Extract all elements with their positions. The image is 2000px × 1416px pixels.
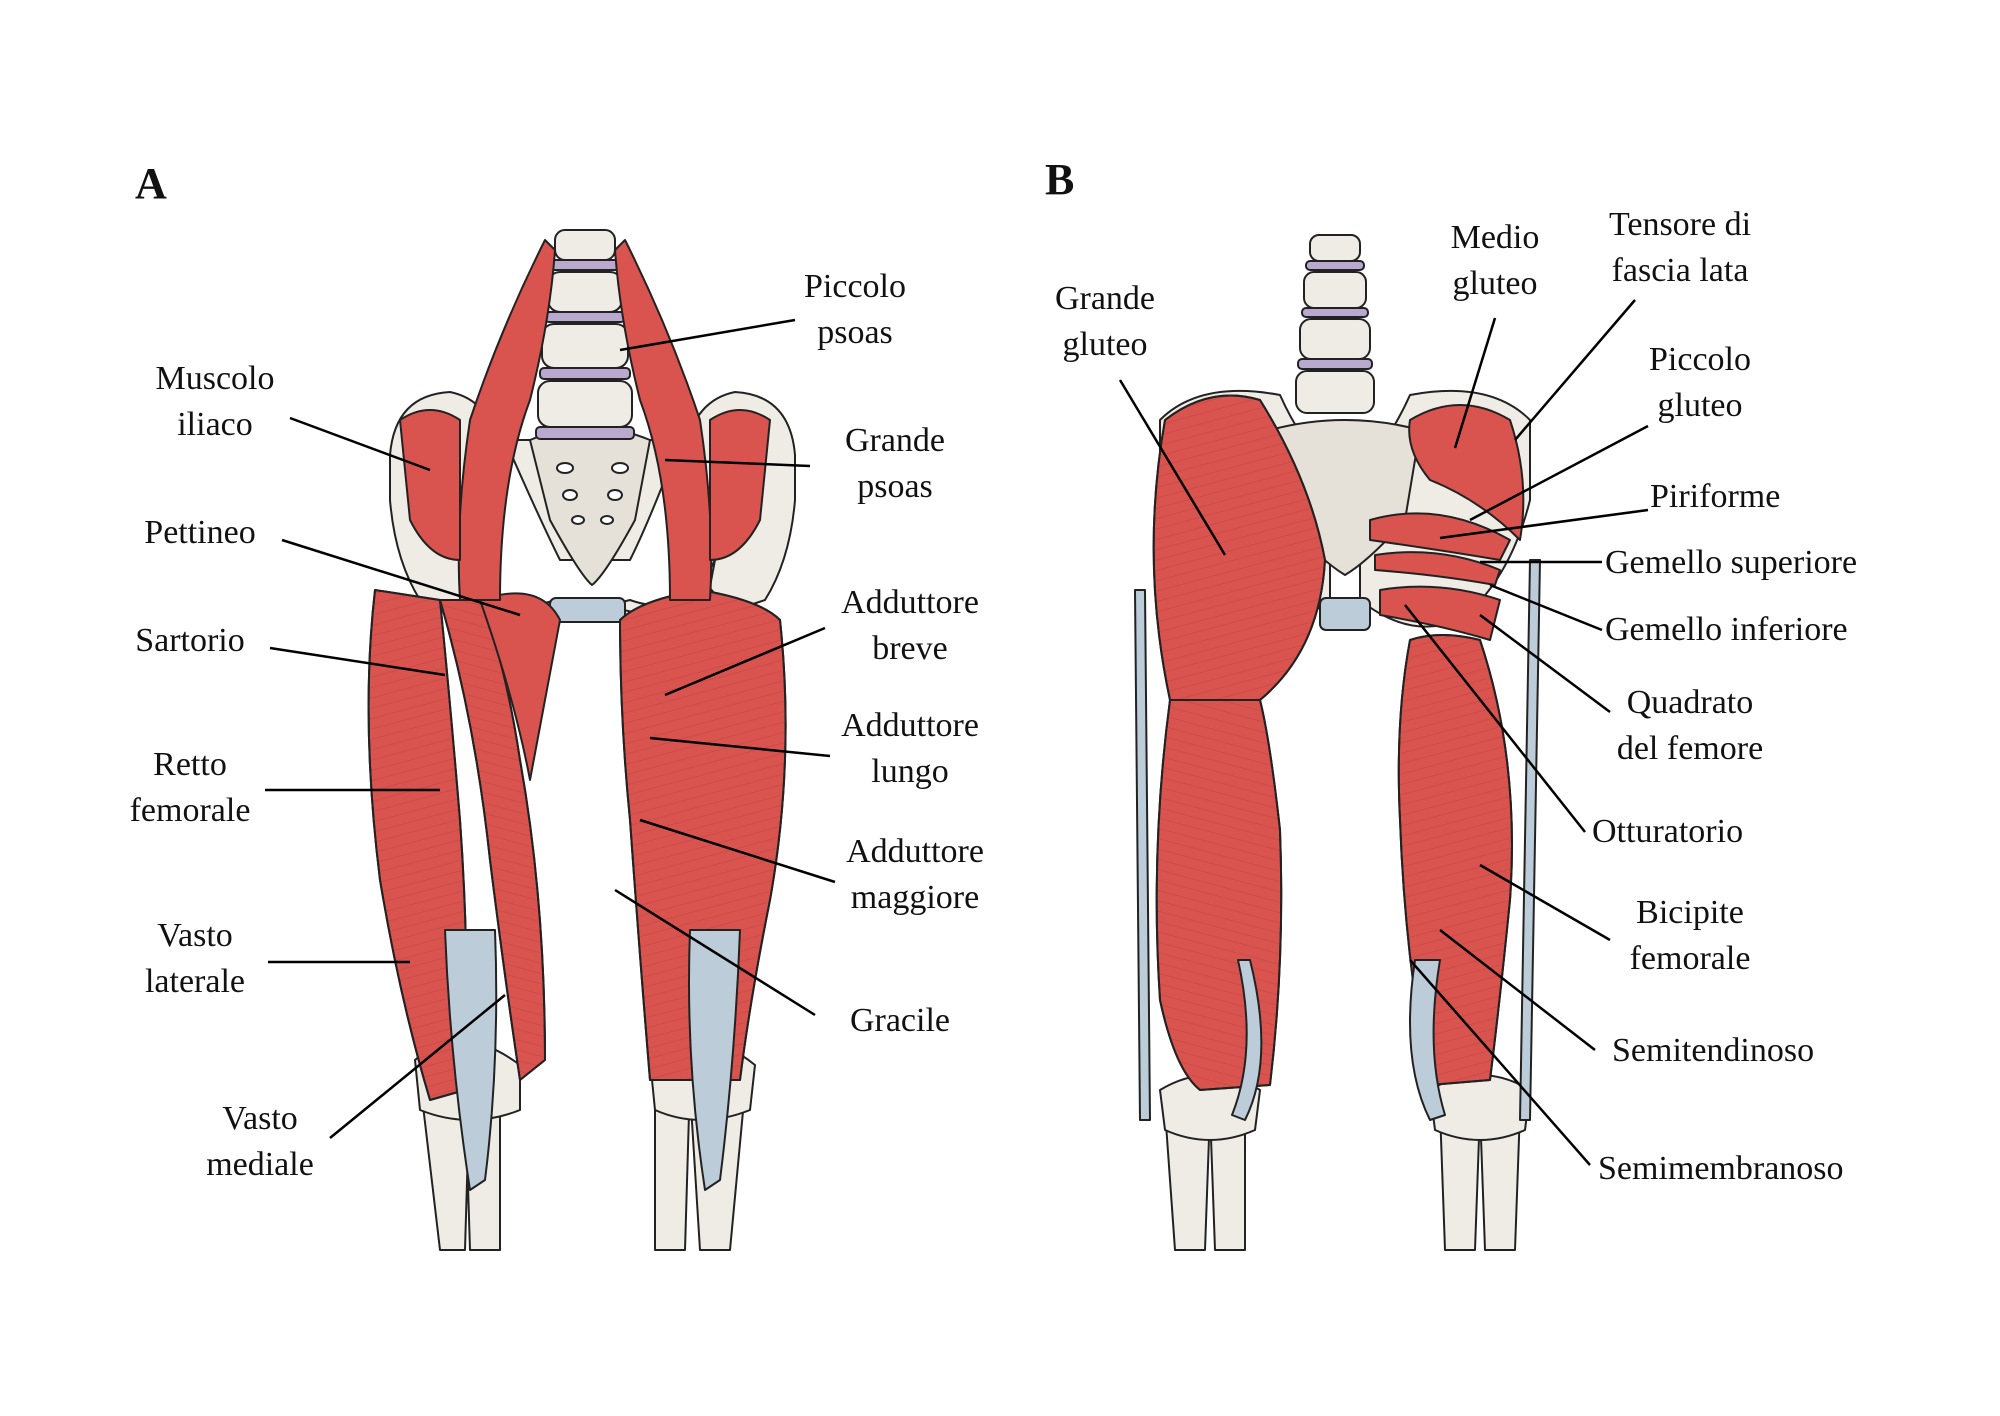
label-pettineo: Pettineo <box>144 514 256 551</box>
panel-b-muscles <box>1134 394 1541 1121</box>
label-gemello-inferiore: Gemello inferiore <box>1605 611 1848 648</box>
label-quadrato-femore: Quadrato del femore <box>1616 684 1764 767</box>
panel-a-illustration <box>367 229 796 1251</box>
panel-a-letter: A <box>135 159 167 208</box>
label-muscolo-iliaco: Muscolo iliaco <box>155 360 275 443</box>
label-semitendinoso: Semitendinoso <box>1612 1032 1815 1069</box>
label-gemello-superiore: Gemello superiore <box>1605 544 1858 581</box>
label-vasto-laterale: Vasto laterale <box>144 917 246 1000</box>
label-adduttore-lungo: Adduttore lungo <box>841 707 979 790</box>
label-piccolo-psoas: Piccolo psoas <box>804 268 906 351</box>
label-retto-femorale: Retto femorale <box>129 746 251 829</box>
label-gracile: Gracile <box>849 1002 951 1039</box>
label-piriforme: Piriforme <box>1650 478 1781 515</box>
label-piccolo-gluteo: Piccolo gluteo <box>1649 341 1751 424</box>
label-tensore-fascia-lata: Tensore di fascia lata <box>1608 206 1752 289</box>
panel-a-lumbar-spine <box>535 229 635 440</box>
label-bicipite-femorale: Bicipite femorale <box>1629 894 1751 977</box>
leader-lines <box>265 299 1649 1166</box>
label-vasto-mediale: Vasto mediale <box>206 1100 314 1183</box>
label-sartorio: Sartorio <box>135 622 245 659</box>
label-medio-gluteo: Medio gluteo <box>1450 219 1540 302</box>
panel-b-lower-leg-bones <box>1159 1074 1531 1251</box>
label-adduttore-breve: Adduttore breve <box>841 584 979 667</box>
panel-b-illustration <box>1134 234 1541 1251</box>
label-otturatorio: Otturatorio <box>1592 813 1744 850</box>
label-grande-gluteo: Grande gluteo <box>1054 280 1156 363</box>
panel-b-letter: B <box>1045 155 1075 204</box>
label-grande-psoas: Grande psoas <box>844 422 946 505</box>
label-semimembranoso: Semimembranoso <box>1598 1150 1844 1187</box>
panel-b-lumbar-spine <box>1295 234 1375 414</box>
label-adduttore-maggiore: Adduttore maggiore <box>846 833 984 916</box>
panel-a-thigh-muscles <box>367 239 787 1191</box>
